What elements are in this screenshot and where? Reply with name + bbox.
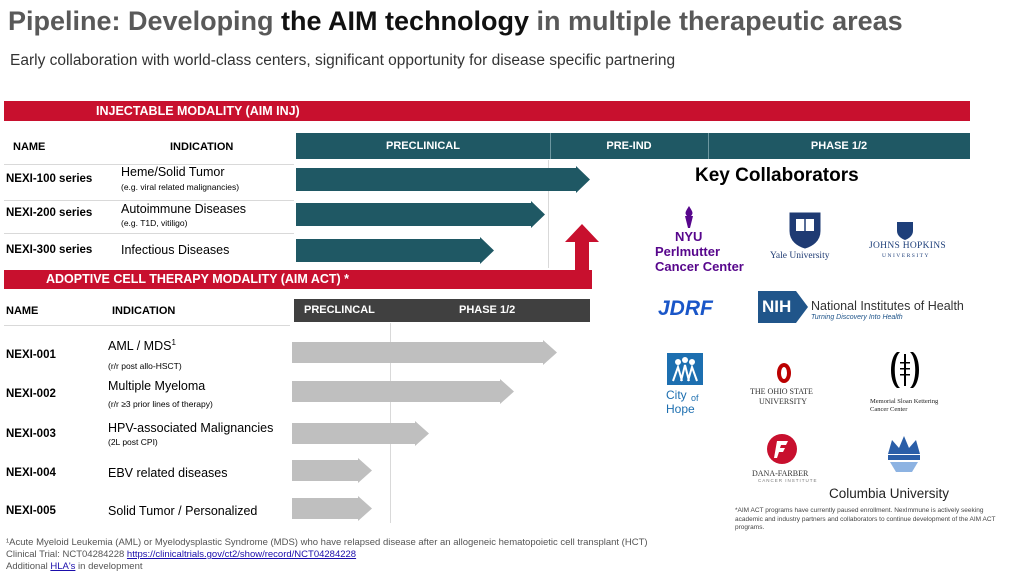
act-phase-1-2: PHASE 1/2 xyxy=(459,304,516,316)
nyu-logo-line1: NYU xyxy=(675,229,703,244)
yale-shield-icon xyxy=(789,212,821,249)
inj-row-2-name: NEXI-200 series xyxy=(6,207,93,219)
act-col-name: NAME xyxy=(6,305,39,317)
act-paused-note: *AIM ACT programs have currently paused … xyxy=(735,507,996,531)
inj-band-label: INJECTABLE MODALITY (AIM INJ) xyxy=(96,104,300,118)
city-of-hope-icon xyxy=(667,353,703,385)
city-of-hope-line2: of xyxy=(691,393,699,403)
act-band-label: ADOPTIVE CELL THERAPY MODALITY (AIM ACT)… xyxy=(46,272,350,286)
nyu-logo-line2: Perlmutter xyxy=(655,244,721,259)
ohio-state-line2: UNIVERSITY xyxy=(759,397,807,406)
act-row-4-name: NEXI-004 xyxy=(6,467,56,479)
inj-row-3-name: NEXI-300 series xyxy=(6,244,93,256)
act-row-2-detail: (r/r ≥3 prior lines of therapy) xyxy=(108,399,213,409)
inj-row-1-progress-bar xyxy=(296,166,590,193)
act-row-3-detail: (2L post CPI) xyxy=(108,437,158,447)
inj-row-1-indication: Heme/Solid Tumor xyxy=(121,165,225,179)
act-row-2-name: NEXI-002 xyxy=(6,388,56,400)
inj-row-3-indication: Infectious Diseases xyxy=(121,243,230,257)
city-of-hope-line1: City xyxy=(666,388,687,402)
act-row-1-indication: AML / MDS1 xyxy=(108,338,176,354)
inj-band xyxy=(4,101,970,121)
inj-col-indication: INDICATION xyxy=(170,141,234,153)
act-row-3-indication: HPV-associated Malignancies xyxy=(108,421,274,435)
msk-line1: Memorial Sloan Kettering xyxy=(870,398,939,405)
ohio-state-o-icon xyxy=(777,363,791,383)
nih-tagline: Turning Discovery Into Health xyxy=(811,314,903,321)
dana-farber-icon xyxy=(767,434,797,464)
inj-row-2-progress-bar xyxy=(296,201,545,228)
phase-pre-ind: PRE-IND xyxy=(606,140,652,152)
key-collaborators-heading: Key Collaborators xyxy=(695,165,859,186)
act-row-5-indication: Solid Tumor / Personalized xyxy=(108,504,258,518)
phase-preclinical: PRECLINICAL xyxy=(386,140,460,152)
act-row-1-detail: (r/r post allo-HSCT) xyxy=(108,361,182,371)
inj-col-name: NAME xyxy=(13,141,46,153)
clinical-trial-link[interactable]: https://clinicaltrials.gov/ct2/show/reco… xyxy=(126,549,357,560)
act-row-3-progress-bar xyxy=(292,421,429,446)
footnote-3: Additional HLA's in development xyxy=(6,561,143,572)
nih-abbr: NIH xyxy=(762,297,792,316)
msk-logo-icon xyxy=(891,352,919,388)
yale-logo-text: Yale University xyxy=(770,251,830,261)
act-phase-header: PRECLINCAL PHASE 1/2 xyxy=(294,299,590,322)
hla-link[interactable]: HLA's xyxy=(50,561,76,572)
columbia-logo-text: Columbia University xyxy=(829,486,950,501)
act-row-1-progress-bar xyxy=(292,340,557,365)
city-of-hope-line3: Hope xyxy=(666,402,695,416)
inj-row-1-detail: (e.g. viral related malignancies) xyxy=(121,182,240,192)
columbia-crown-icon xyxy=(888,436,920,472)
dana-farber-line2: CANCER INSTITUTE xyxy=(758,478,818,483)
act-row-2-progress-bar xyxy=(292,379,514,404)
hopkins-logo-line2: UNIVERSITY xyxy=(882,253,930,259)
hopkins-shield-icon xyxy=(897,222,913,240)
page-subtitle: Early collaboration with world-class cen… xyxy=(10,52,676,69)
page-title: Pipeline: Developing the AIM technology … xyxy=(8,6,903,36)
nyu-torch-icon xyxy=(685,206,693,228)
act-col-indication: INDICATION xyxy=(112,305,176,317)
inj-row-2-detail: (e.g. T1D, vitiligo) xyxy=(121,218,188,228)
nyu-logo-line3: Cancer Center xyxy=(655,259,744,274)
footnote-1: ¹Acute Myeloid Leukemia (AML) or Myelody… xyxy=(6,537,648,548)
act-row-2-indication: Multiple Myeloma xyxy=(108,379,206,393)
inj-row-1-name: NEXI-100 series xyxy=(6,173,93,185)
footnote-2: Clinical Trial: NCT04284228 https://clin… xyxy=(6,549,357,560)
nih-logo-badge xyxy=(758,291,796,323)
act-row-4-indication: EBV related diseases xyxy=(108,466,228,480)
act-row-3-name: NEXI-003 xyxy=(6,428,56,440)
nih-name: National Institutes of Health xyxy=(811,299,964,313)
dana-farber-line1: DANA-FARBER xyxy=(752,469,809,478)
act-row-5-progress-bar xyxy=(292,496,372,521)
msk-line2: Cancer Center xyxy=(870,406,908,413)
act-row-4-progress-bar xyxy=(292,458,372,483)
nih-arrow-icon xyxy=(796,291,808,323)
act-band xyxy=(4,270,592,289)
ohio-state-line1: THE OHIO STATE xyxy=(750,387,813,396)
inj-row-3-progress-bar xyxy=(296,237,494,264)
act-phase-preclinical: PRECLINCAL xyxy=(304,304,375,316)
hopkins-logo-line1: JOHNS HOPKINS xyxy=(869,241,947,251)
act-row-1-name: NEXI-001 xyxy=(6,349,56,361)
red-up-arrow-icon xyxy=(565,224,599,274)
jdrf-logo: JDRF xyxy=(658,297,713,320)
phase-1-2: PHASE 1/2 xyxy=(810,140,868,152)
inj-phase-header: PRECLINICAL PRE-IND PHASE 1/2 xyxy=(296,133,970,159)
act-row-5-name: NEXI-005 xyxy=(6,505,56,517)
inj-row-2-indication: Autoimmune Diseases xyxy=(121,202,247,216)
